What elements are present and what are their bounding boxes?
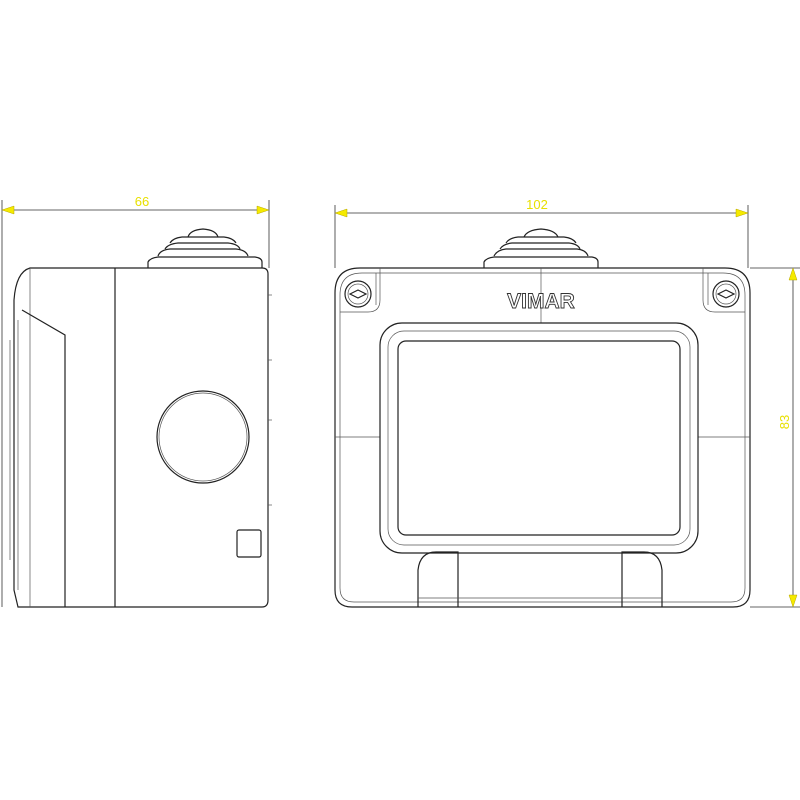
- side-body-outline: [13, 267, 269, 608]
- front-window: [397, 340, 681, 536]
- dimension-depth: 66: [1, 194, 270, 607]
- screw-right-icon: [712, 280, 740, 308]
- front-window-frame: [379, 322, 699, 554]
- front-cable-gland: [483, 228, 599, 268]
- dimension-width: 102: [334, 197, 749, 268]
- foot-left: [417, 551, 459, 607]
- side-cable-gland: [147, 228, 263, 268]
- side-latch: [236, 529, 262, 558]
- brand-logo: VIMAR: [507, 290, 575, 313]
- dimension-height: 83: [750, 267, 800, 608]
- depth-label: 66: [135, 194, 149, 209]
- height-label: 83: [777, 415, 792, 429]
- width-label: 102: [526, 197, 548, 212]
- side-knockout-circle: [156, 390, 250, 484]
- side-view: [9, 228, 272, 608]
- screw-left-icon: [344, 280, 372, 308]
- front-body-outline: [334, 267, 751, 608]
- foot-right: [621, 551, 663, 607]
- front-view: VIMAR: [334, 228, 751, 608]
